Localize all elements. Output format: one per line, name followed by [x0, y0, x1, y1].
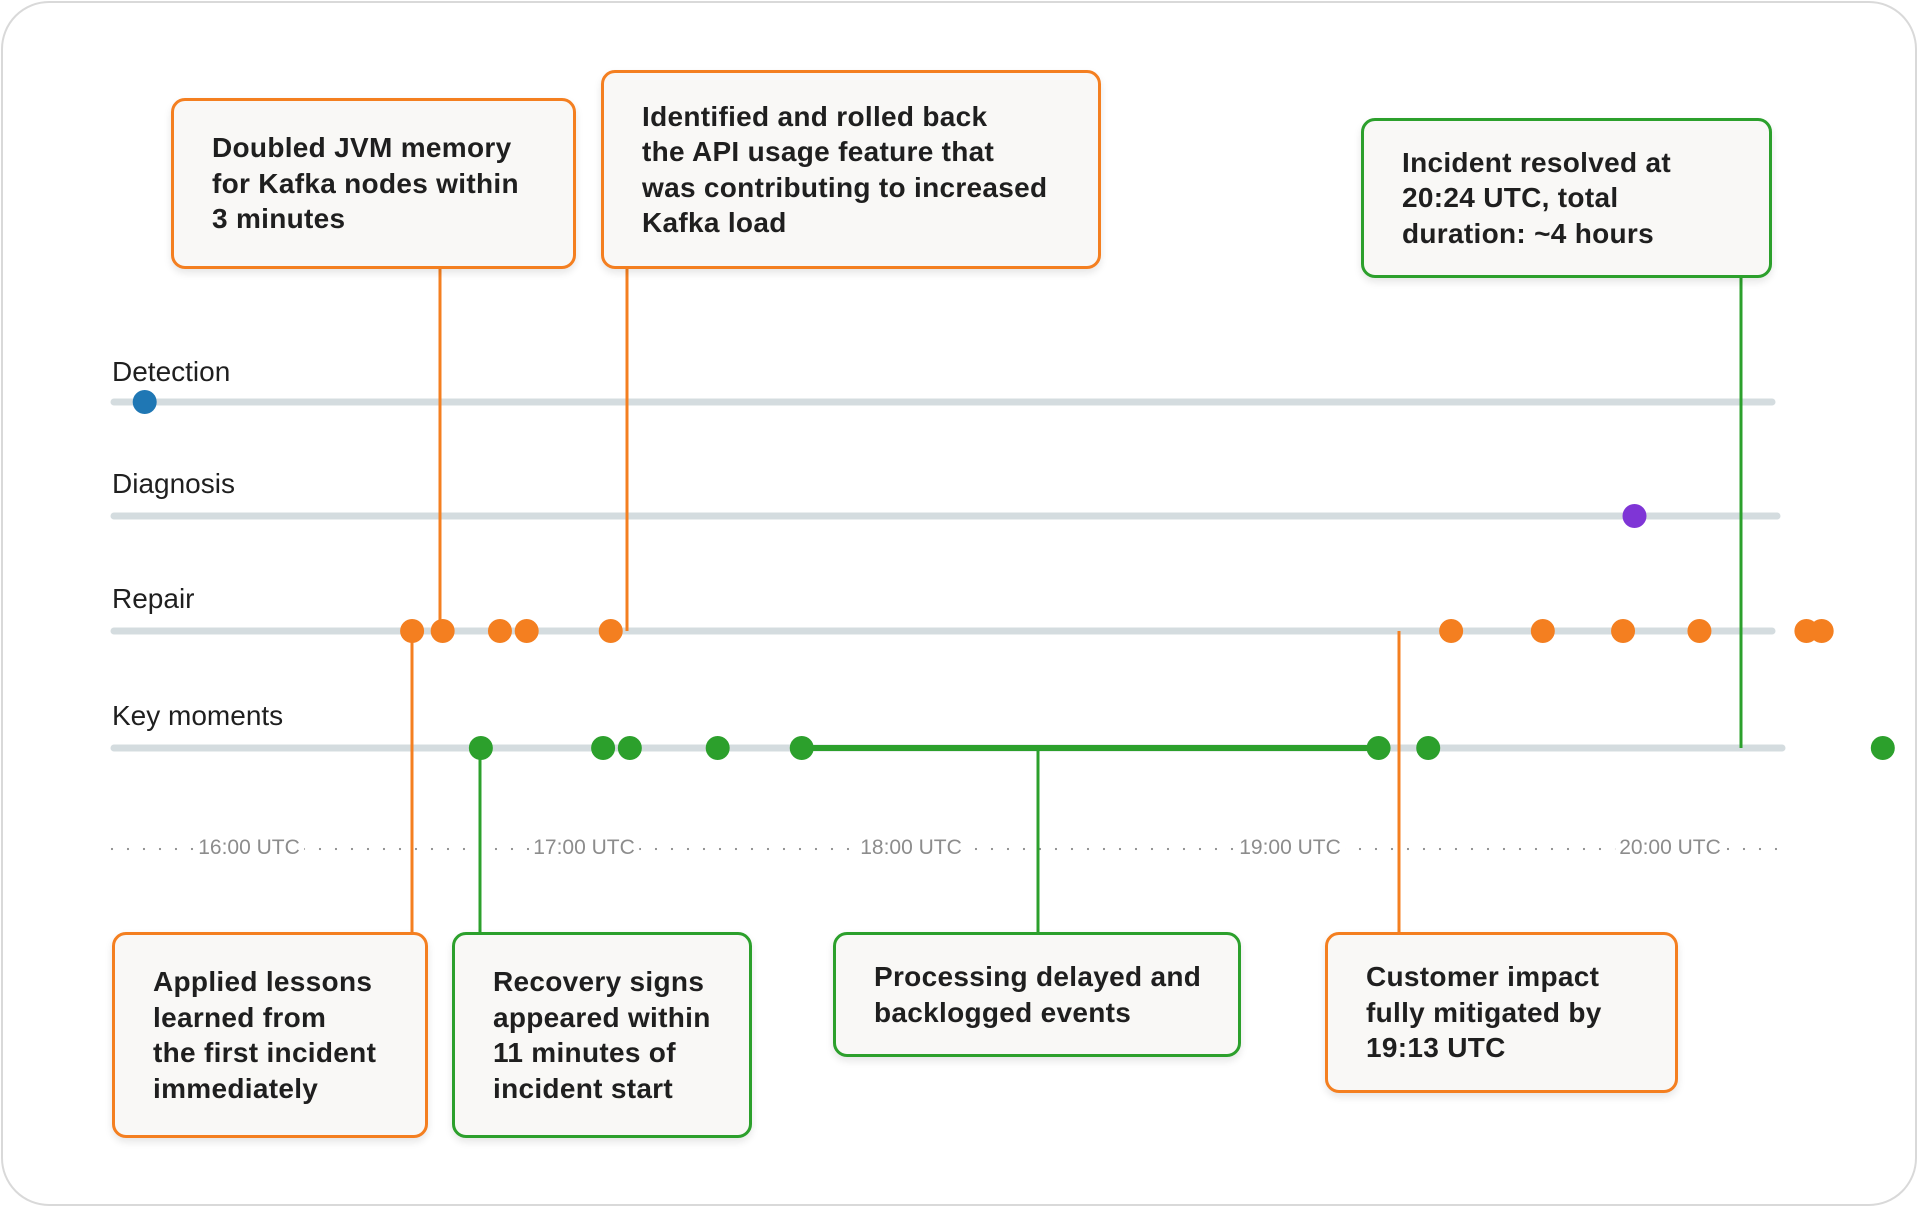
callout-backlog-text: Processing delayed and backlogged events [874, 961, 1202, 1028]
axis-tick-2000: 20:00 UTC [1615, 836, 1725, 860]
event-marker-key-moments-2 [591, 736, 616, 760]
axis-tick-1600: 16:00 UTC [194, 836, 304, 860]
callout-impact-mitigated-text: Customer impact fully mitigated by 19:13… [1366, 961, 1602, 1064]
callout-backlog: Processing delayed and backlogged events [833, 932, 1241, 1057]
event-marker-repair-3 [487, 619, 512, 643]
event-marker-detection-1 [132, 390, 157, 414]
callout-jvm-memory-text: Doubled JVM memory for Kafka nodes withi… [212, 132, 519, 235]
event-marker-repair-6 [1439, 619, 1464, 643]
event-marker-repair-11 [1809, 619, 1834, 643]
row-label-repair: Repair [112, 583, 195, 614]
callout-lessons-learned: Applied lessons learned from the first i… [112, 932, 428, 1138]
event-marker-key-moments-3 [617, 736, 642, 760]
event-marker-diagnosis-1 [1622, 504, 1647, 528]
callout-incident-resolved-text: Incident resolved at 20:24 UTC, total du… [1402, 146, 1671, 249]
callout-impact-mitigated: Customer impact fully mitigated by 19:13… [1325, 932, 1678, 1093]
event-marker-key-moments-5 [789, 736, 814, 760]
callout-api-rollback-text: Identified and rolled back the API usage… [642, 100, 1048, 239]
event-marker-repair-8 [1611, 619, 1636, 643]
event-marker-key-moments-1 [468, 736, 493, 760]
event-marker-repair-9 [1687, 619, 1712, 643]
event-marker-key-moments-6 [1366, 736, 1391, 760]
event-marker-repair-1 [400, 619, 425, 643]
event-marker-repair-7 [1530, 619, 1555, 643]
event-marker-key-moments-8 [1870, 736, 1895, 760]
event-marker-key-moments-4 [705, 736, 730, 760]
row-label-detection: Detection [112, 356, 231, 387]
callout-recovery-signs: Recovery signs appeared within 11 minute… [452, 932, 752, 1138]
event-marker-key-moments-7 [1416, 736, 1441, 760]
axis-tick-1800: 18:00 UTC [856, 836, 966, 860]
event-marker-repair-4 [514, 619, 539, 643]
callout-incident-resolved: Incident resolved at 20:24 UTC, total du… [1361, 118, 1772, 278]
callout-jvm-memory: Doubled JVM memory for Kafka nodes withi… [171, 98, 576, 269]
row-label-diagnosis: Diagnosis [112, 468, 235, 499]
event-marker-repair-2 [430, 619, 455, 643]
axis-tick-1700: 17:00 UTC [529, 836, 639, 860]
callout-api-rollback: Identified and rolled back the API usage… [601, 70, 1101, 269]
row-label-key-moments: Key moments [112, 700, 284, 731]
axis-tick-1900: 19:00 UTC [1235, 836, 1345, 860]
callout-lessons-learned-text: Applied lessons learned from the first i… [153, 966, 377, 1104]
event-marker-repair-5 [598, 619, 623, 643]
callout-recovery-signs-text: Recovery signs appeared within 11 minute… [493, 966, 711, 1104]
